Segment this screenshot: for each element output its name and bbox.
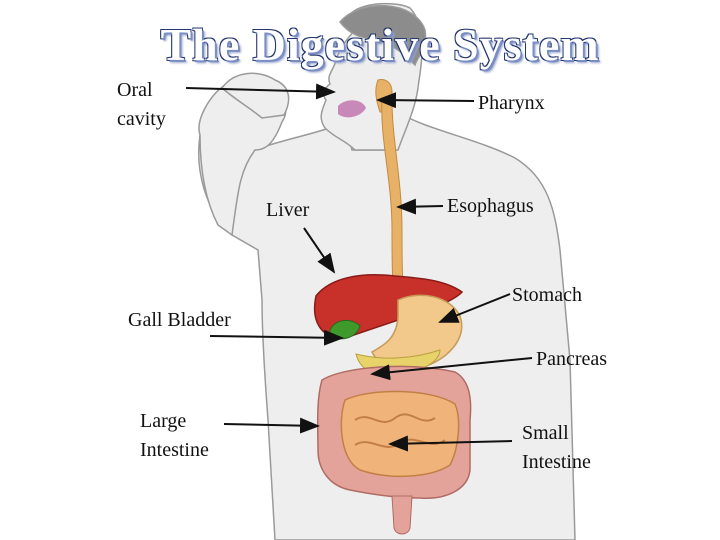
label-esophagus: Esophagus	[447, 192, 534, 221]
label-stomach: Stomach	[512, 281, 582, 310]
label-liver: Liver	[266, 196, 309, 225]
label-gall-bladder: Gall Bladder	[128, 306, 231, 335]
arrow-esophagus	[398, 206, 443, 207]
label-pancreas: Pancreas	[536, 345, 607, 374]
diagram-title: The Digestive System	[0, 18, 720, 71]
rectum-shape	[392, 496, 412, 534]
label-pharynx: Pharynx	[478, 89, 545, 118]
arrow-pharynx	[378, 100, 474, 101]
label-small-intestine: Small Intestine	[522, 419, 591, 477]
label-oral-cavity: Oral cavity	[117, 76, 166, 134]
label-large-intestine: Large Intestine	[140, 407, 209, 465]
small-intestine-shape	[341, 391, 458, 476]
